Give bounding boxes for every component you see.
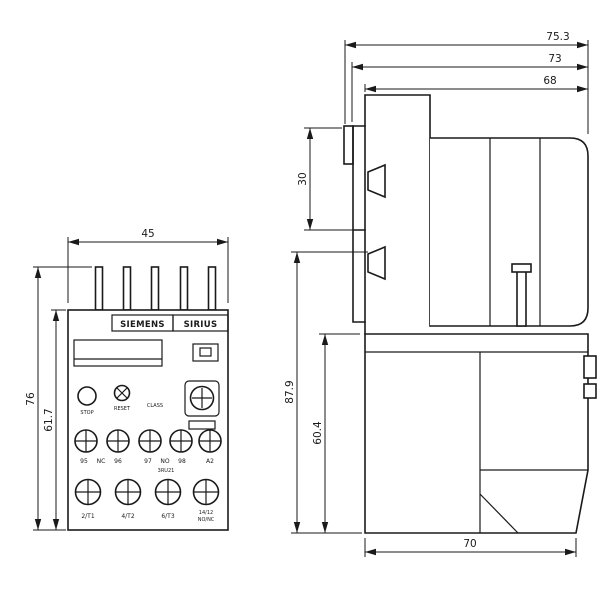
terminal-label: NO: [160, 458, 169, 465]
din-rail-flange: [352, 125, 366, 323]
dim-side-height-overall: 87.9: [284, 251, 368, 534]
dim-side-depth-with-clip: 73: [351, 53, 588, 122]
extension-lines: [67, 237, 229, 303]
series-label: SIRIUS: [184, 320, 218, 330]
terminal-label: NO/NC: [198, 517, 215, 523]
upper-bracket: [364, 94, 431, 335]
dim-label-depth-body: 68: [543, 75, 556, 87]
terminal-label: 96: [114, 458, 122, 465]
mounting-pin: [511, 263, 532, 327]
dim-label-height-lower: 60.4: [312, 421, 324, 445]
terminal-label: 95: [80, 458, 88, 465]
aux-terminal-screw: [198, 429, 222, 453]
test-slider-icon: [199, 347, 212, 357]
class-label: CLASS: [147, 403, 163, 409]
label-window: [73, 339, 219, 367]
stop-button: STOP: [77, 386, 97, 416]
aux-terminal-screw: [169, 429, 193, 453]
lower-housing-detail-lines: [365, 351, 588, 534]
dim-label-depth-with-clip: 73: [548, 53, 561, 65]
main-terminal-screw: [192, 478, 220, 506]
test-slider-frame: [192, 343, 219, 362]
series-plate: [172, 314, 229, 332]
brand-plates: SIEMENS SIRIUS: [111, 314, 229, 332]
pin-shaft: [516, 270, 527, 327]
terminal-label: 98: [178, 458, 186, 465]
dim-side-height-lower: 60.4: [312, 333, 360, 533]
dim-front-height-body: 61.7: [43, 309, 66, 530]
aux-terminal-screw: [138, 429, 162, 453]
terminal-pin: [207, 266, 217, 311]
terminal-label: 2/T1: [81, 513, 95, 520]
main-terminal-screw: [74, 478, 102, 506]
upper-block-detail-lines: [489, 138, 541, 326]
terminal-label: 14/12: [199, 510, 213, 516]
rail-clip-wedge: [367, 163, 386, 199]
dim-side-depth-body: 68: [364, 75, 588, 93]
dim-front-width: 45: [67, 228, 229, 303]
aux-terminal-screw: [74, 429, 98, 453]
side-profile: [343, 94, 597, 534]
main-terminal-screws: [74, 478, 220, 506]
lower-housing: [364, 333, 589, 534]
main-terminal-labels: 2/T1 4/T2 6/T3 14/12 NO/NC: [81, 510, 214, 523]
relay-body-front: [67, 309, 229, 531]
extension-lines: [304, 127, 364, 231]
brand-label: SIEMENS: [120, 320, 165, 330]
main-terminal-screw: [114, 478, 142, 506]
dial-screw-circle: [189, 385, 215, 411]
terminal-pin: [179, 266, 189, 311]
label-window-frame: [73, 339, 163, 367]
dim-label-front-height-body: 61.7: [43, 408, 55, 431]
upper-block: [430, 137, 589, 327]
terminal-label: 6/T3: [161, 513, 175, 520]
aux-terminal-labels: 95 NC 96 97 NO 98 A2 3RU21: [80, 458, 214, 474]
terminal-label: A2: [206, 458, 214, 465]
side-terminal-block: [583, 355, 597, 379]
main-terminal-screw: [154, 478, 182, 506]
terminal-label: 97: [144, 458, 152, 465]
dim-label-height-overall: 87.9: [284, 380, 296, 403]
dim-front-height-total: 76: [25, 266, 92, 531]
dim-label-front-width: 45: [141, 228, 154, 240]
aux-terminal-screws: [74, 429, 222, 453]
extension-lines: [291, 251, 368, 534]
stop-button-circle: [77, 386, 97, 406]
side-view: 75.3 73 68 30 87.9 60.4: [284, 31, 597, 557]
terminal-pin: [94, 266, 104, 311]
terminal-pin: [122, 266, 132, 311]
reset-label: RESET: [114, 406, 131, 412]
dim-label-top-section: 30: [297, 172, 309, 185]
terminal-label: 4/T2: [121, 513, 135, 520]
dial-screw-cross-icon: [192, 388, 212, 408]
dim-side-bottom-depth: 70: [364, 538, 577, 557]
adjustment-dial: [184, 380, 220, 430]
reset-screw-cross-icon: [116, 387, 128, 399]
front-connector-pins: [94, 266, 217, 311]
din-rail-hook: [343, 125, 354, 165]
reset-control: RESET: [113, 384, 131, 412]
extension-lines: [344, 40, 589, 134]
pin-head: [511, 263, 532, 273]
dim-side-depth-overall: 75.3: [344, 31, 589, 134]
front-view: 45 76 61.7 SIEMENS SIRIU: [25, 228, 229, 531]
dial-frame: [184, 380, 220, 417]
side-terminal-block: [583, 383, 597, 399]
stop-label: STOP: [80, 410, 93, 416]
dim-side-top-section: 30: [297, 127, 364, 231]
rail-clip-wedge: [367, 245, 386, 281]
dim-label-front-height-total: 76: [25, 392, 37, 406]
dim-label-bottom-depth: 70: [463, 538, 476, 550]
model-label: 3RU21: [158, 468, 175, 474]
dim-label-depth-overall: 75.3: [546, 31, 569, 43]
reset-screw-circle: [113, 384, 131, 402]
dial-range-plate: [188, 420, 216, 430]
terminal-label: NC: [97, 458, 106, 465]
aux-terminal-screw: [106, 429, 130, 453]
terminal-pin: [150, 266, 160, 311]
